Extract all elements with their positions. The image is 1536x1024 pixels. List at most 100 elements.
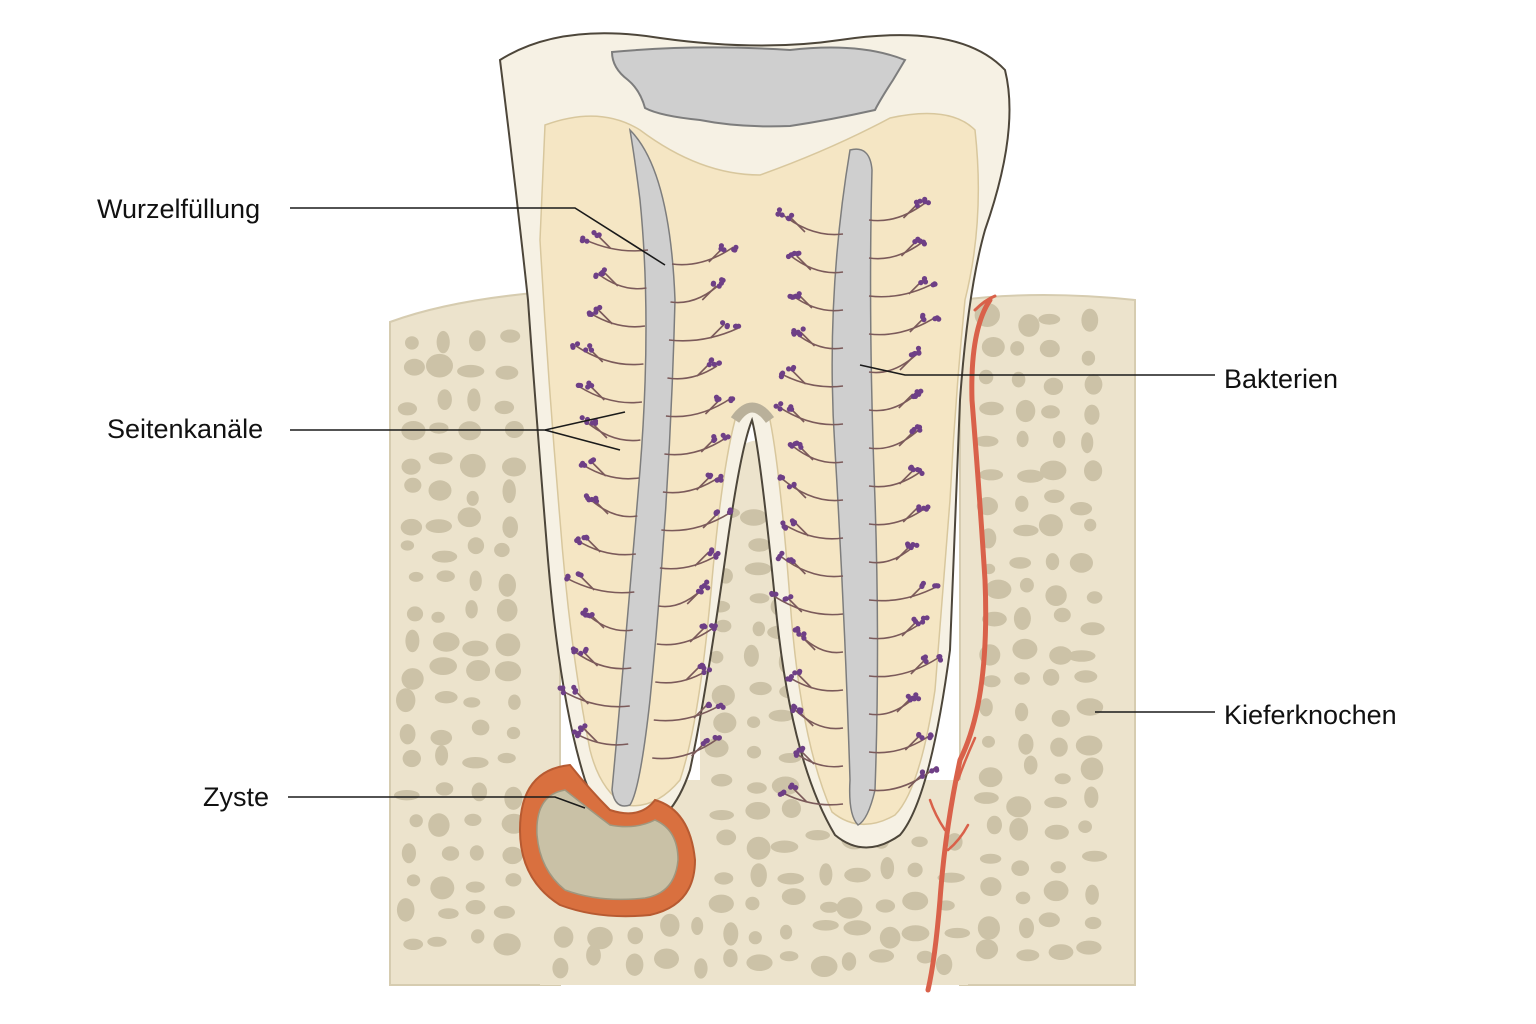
bone-pore <box>716 829 737 846</box>
lateral-canal <box>777 405 844 426</box>
bone-pore <box>1084 518 1097 532</box>
bone-pore <box>1080 622 1105 636</box>
bacterium <box>728 396 734 402</box>
lateral-canal-twig <box>689 627 705 643</box>
bacterium <box>773 403 779 409</box>
bone-pore <box>1012 638 1038 660</box>
bacterium <box>583 534 590 540</box>
bone-pore <box>747 716 761 728</box>
lateral-canal <box>664 437 727 456</box>
bone-pore <box>462 640 489 657</box>
bone-pore <box>977 916 1001 940</box>
bone-pore <box>654 948 679 969</box>
lateral-canal-twig <box>791 369 807 385</box>
bacterium <box>786 366 792 372</box>
bone-pore <box>500 329 521 343</box>
bone-pore <box>465 600 478 619</box>
bacterium <box>726 509 733 515</box>
lateral-canal <box>790 677 844 692</box>
bone-pore <box>406 874 421 887</box>
bacterium <box>801 631 807 637</box>
bone-pore <box>469 330 486 352</box>
bacterium <box>911 616 917 622</box>
bone-pore <box>409 814 423 828</box>
bacterium <box>718 473 724 479</box>
bacterium <box>587 613 593 619</box>
bacterium <box>573 647 579 653</box>
bacterium <box>786 484 793 490</box>
bone-pore <box>494 661 522 682</box>
bone-pore <box>748 931 762 945</box>
bone-pore <box>502 516 518 538</box>
bacterium <box>588 347 595 353</box>
bacterium <box>916 504 922 510</box>
bone-pore <box>1051 709 1071 727</box>
bacterium <box>918 280 924 286</box>
bone-pore <box>1018 733 1034 755</box>
bone-pore <box>1084 916 1102 930</box>
bacterium <box>695 588 702 594</box>
bone-pore <box>429 422 449 434</box>
lateral-canal <box>785 524 844 540</box>
bacterium <box>921 276 928 282</box>
label-text-jaw-bone: Kieferknochen <box>1224 700 1397 730</box>
bacterium <box>582 723 588 729</box>
bone-pore <box>1014 672 1030 685</box>
bone-pore <box>401 458 421 475</box>
bone-pore <box>625 953 644 976</box>
bacterium <box>925 200 932 206</box>
bone-pore <box>746 954 773 971</box>
bacterium <box>792 670 798 676</box>
bone-pore <box>400 518 423 536</box>
bone-pore <box>506 726 521 740</box>
bacterium <box>699 584 705 590</box>
bone-pore <box>902 891 929 911</box>
bone-pore <box>405 336 419 350</box>
cyst <box>518 763 697 918</box>
bone-pore <box>1015 399 1036 423</box>
bone-pore <box>1006 796 1032 818</box>
label-jaw-bone: Kieferknochen <box>1095 700 1397 730</box>
lateral-canal <box>662 476 720 494</box>
bacterium <box>786 406 793 412</box>
lateral-canal-twig <box>793 521 810 537</box>
bacterium <box>718 702 724 708</box>
bacterium <box>788 557 794 563</box>
bacterium <box>713 552 719 558</box>
lateral-canal-twig <box>800 331 816 347</box>
lateral-canal <box>567 578 635 594</box>
bone-pore <box>1081 432 1094 454</box>
label-text-bacteria: Bakterien <box>1224 364 1338 394</box>
lateral-canal <box>656 627 713 646</box>
lateral-canal <box>868 281 936 298</box>
lateral-canal <box>575 344 644 366</box>
bone-pore <box>916 950 934 964</box>
bone-pore <box>464 813 482 827</box>
bacterium <box>577 725 584 731</box>
lateral-canal <box>665 397 733 418</box>
bone-pore <box>907 862 923 878</box>
bone-pore <box>1017 469 1044 483</box>
bacterium <box>791 519 798 526</box>
bone-pore <box>459 453 486 478</box>
bone-pore <box>438 908 459 919</box>
bone-pore <box>723 949 738 968</box>
leader-bacteria <box>859 364 1215 376</box>
bacterium <box>924 615 930 621</box>
bone-pore <box>1039 339 1060 358</box>
bacterium <box>588 459 594 465</box>
bone-pore <box>978 369 994 385</box>
bacterium <box>572 689 578 695</box>
bacterium <box>908 352 915 358</box>
lateral-canal-twig <box>898 431 914 447</box>
bone-pore <box>982 735 995 748</box>
bacterium <box>560 690 567 696</box>
bone-pore <box>743 644 759 667</box>
bacterium <box>711 626 717 632</box>
bone-pore <box>430 876 455 900</box>
bone-pore <box>427 936 447 947</box>
bacterium <box>722 435 728 441</box>
bone-pore <box>777 872 804 885</box>
lateral-canal <box>868 585 939 602</box>
lateral-canal-twig <box>709 323 726 339</box>
